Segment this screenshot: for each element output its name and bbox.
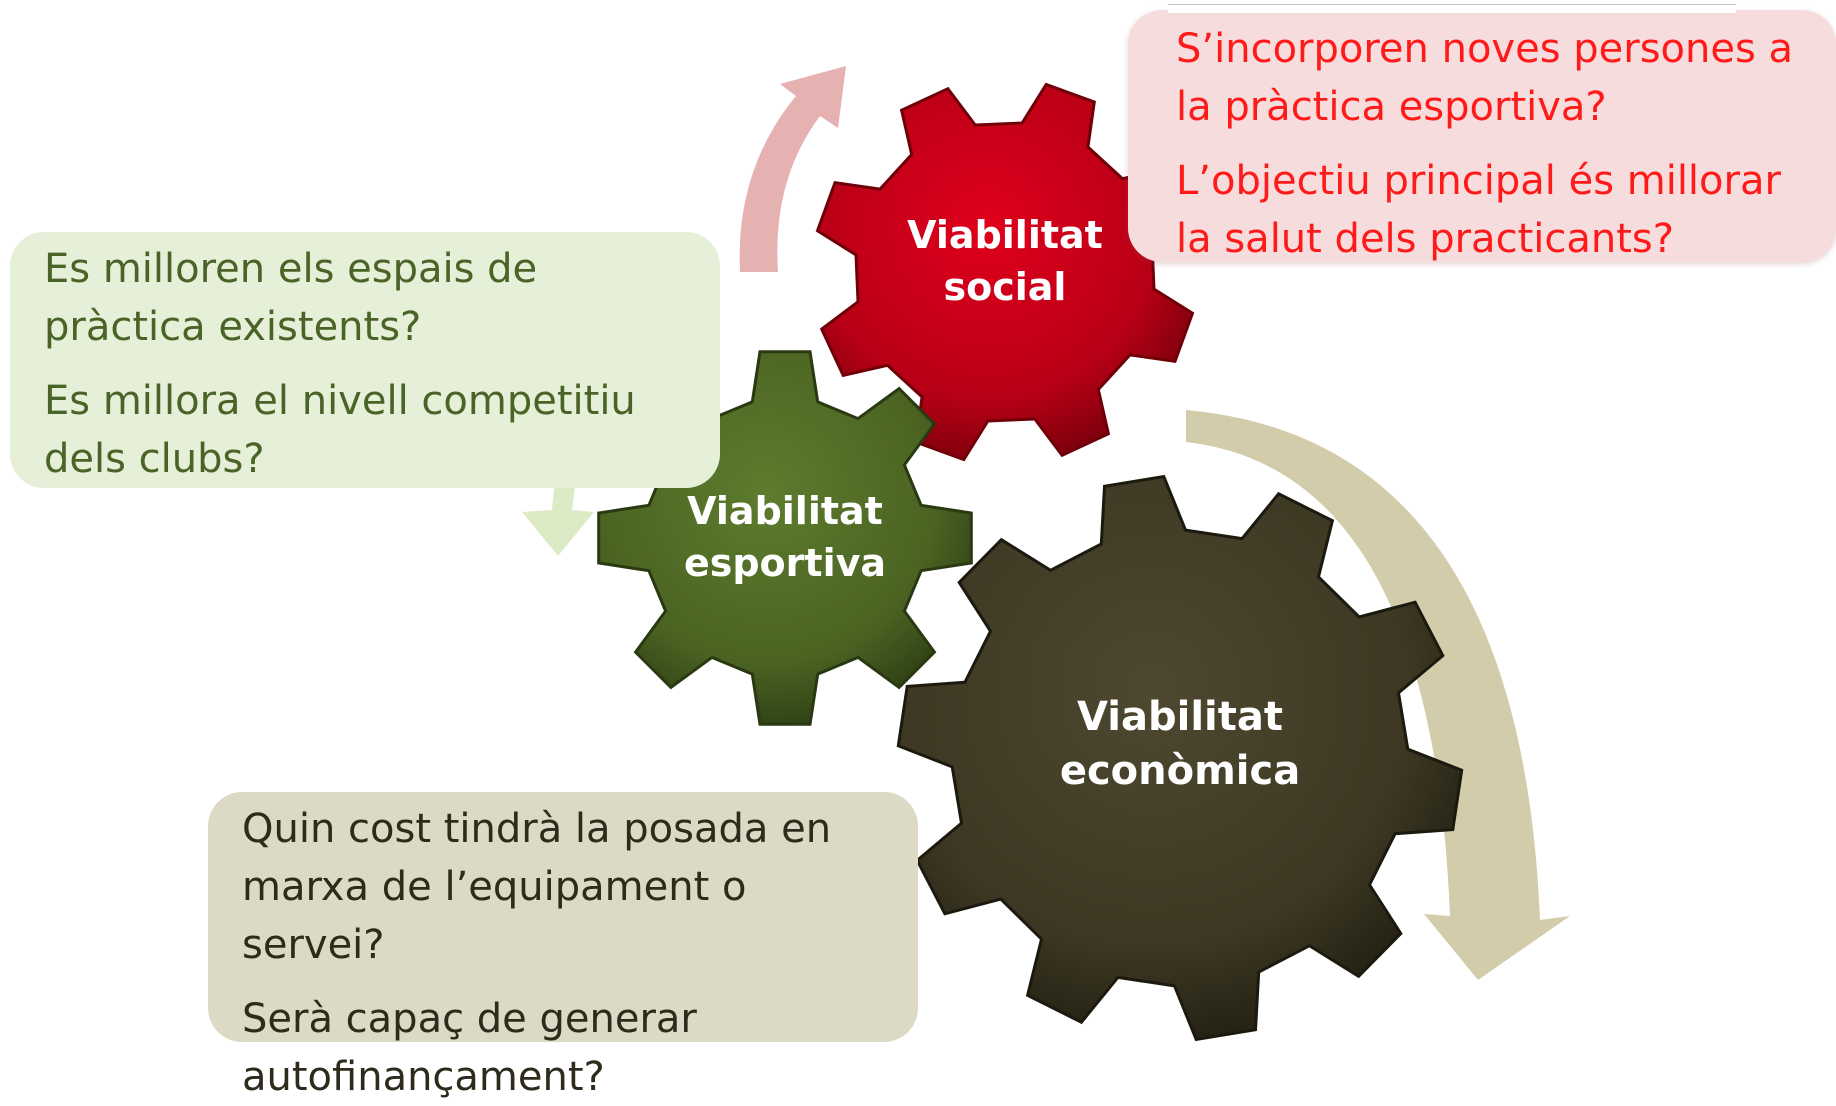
arrow-social-icon xyxy=(739,66,846,272)
gear-economica-label-line2: econòmica xyxy=(1060,748,1300,794)
callout-economica-question-1: Quin cost tindrà la posada en marxa de l… xyxy=(242,806,832,968)
callout-economica-question-2: Serà capaç de generar autofinançament? xyxy=(242,996,697,1100)
gear-social-label-line2: social xyxy=(944,265,1067,309)
gear-economica-icon xyxy=(896,474,1464,1042)
callout-esportiva-question-2: Es millora el nivell competitiu dels clu… xyxy=(44,378,636,482)
arrow-economica-icon xyxy=(1186,410,1570,980)
callout-economica: Quin cost tindrà la posada en marxa de l… xyxy=(208,792,918,1100)
callout-social: S’incorporen noves persones a la pràctic… xyxy=(1128,4,1836,262)
callout-esportiva: Es milloren els espais de pràctica exist… xyxy=(10,232,720,488)
gear-esportiva-label-line2: esportiva xyxy=(684,541,886,585)
gear-social-label-line1: Viabilitat xyxy=(907,213,1103,257)
viability-gears-diagram: Viabilitat social Viabilitat esportiva V… xyxy=(522,66,1570,1042)
callout-social-question-1: S’incorporen noves persones a la pràctic… xyxy=(1176,26,1794,130)
gear-economica-label-line1: Viabilitat xyxy=(1077,694,1283,740)
arrow-esportiva-icon xyxy=(522,296,694,556)
callout-social-question-2: L’objectiu principal és millorar la salu… xyxy=(1176,158,1781,262)
gear-esportiva-label-line1: Viabilitat xyxy=(687,489,883,533)
callout-esportiva-question-1: Es milloren els espais de pràctica exist… xyxy=(44,246,538,350)
gear-social-icon xyxy=(815,82,1195,462)
